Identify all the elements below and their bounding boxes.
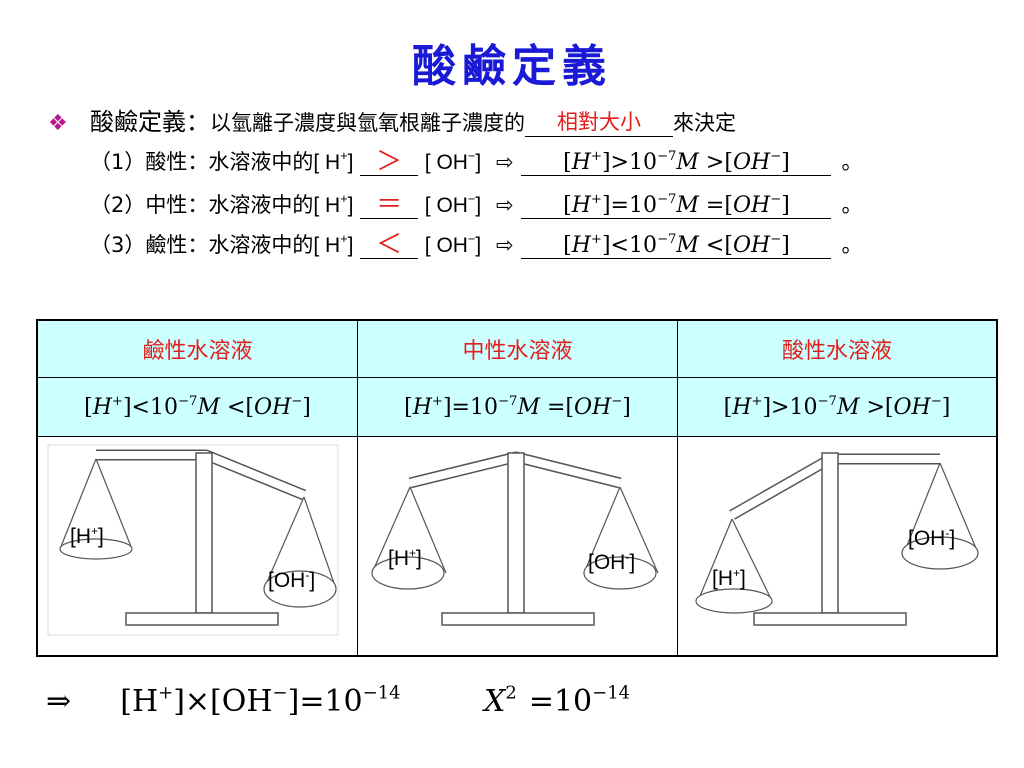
header-acidic: 酸性水溶液 <box>677 319 998 378</box>
oh-ion: [ OH−] <box>424 149 482 174</box>
definition-answer: 相對大小 <box>525 106 673 137</box>
label-h-basic: [H+] <box>70 524 104 548</box>
formula-exponent: −14 <box>362 682 401 704</box>
x-variable: X <box>484 684 506 719</box>
right-arrow-icon: ⇨ <box>495 233 514 257</box>
implies-arrow: ⇒ <box>46 684 72 719</box>
acid-base-table: 鹼性水溶液 中性水溶液 酸性水溶液 [H+]<10−7M <[OH−] [H+]… <box>36 319 998 657</box>
case-label: （1）酸性：水溶液中的 <box>90 150 314 174</box>
definition-text-after: 來決定 <box>673 111 736 135</box>
label-oh-neutral: [OH-] <box>588 550 635 574</box>
comparison-sign: ＜ <box>360 232 419 259</box>
relation-acidic: [H+]>10−7M >[OH−] <box>677 377 998 437</box>
oh-ion: [ OH−] <box>424 192 482 217</box>
period: 。 <box>841 193 863 217</box>
comparison-sign: ＝ <box>360 192 419 219</box>
relation-basic: [H+]<10−7M <[OH−] <box>36 377 358 437</box>
right-arrow-icon: ⇨ <box>495 150 514 174</box>
oh-ion: [ OH−] <box>424 232 482 257</box>
x-rhs-exponent: −14 <box>592 682 631 704</box>
x-squared-formula: X2 =10−14 <box>484 684 630 719</box>
h-ion: [ H+] <box>313 192 354 217</box>
label-h-acidic: [H+] <box>712 566 746 590</box>
formula-h: [H <box>120 684 159 719</box>
formula-times-oh: ]×[OH <box>173 684 273 719</box>
comparison-sign: ＞ <box>360 149 419 176</box>
formula-equals: ]=10 <box>287 684 363 719</box>
x-exponent: 2 <box>505 682 517 704</box>
case-formula: [H+]>10−7M >[OH−] <box>521 150 832 176</box>
case-label: （3）鹼性：水溶液中的 <box>90 233 314 257</box>
case-line: （3）鹼性：水溶液中的[ H+] ＜ [ OH−] ⇨ [H+]<10−7M <[… <box>90 229 862 259</box>
balance-scale-basic: [H+] [OH-] <box>47 444 339 636</box>
label-h-neutral: [H+] <box>388 546 422 570</box>
x-equals: =10 <box>528 684 593 719</box>
balance-scale-neutral: [H+] [OH-] <box>371 451 659 626</box>
case-line: （2）中性：水溶液中的[ H+] ＝ [ OH−] ⇨ [H+]=10−7M =[… <box>90 189 862 219</box>
scale-acidic-cell: [H+] [OH-] <box>677 436 998 657</box>
page-title: 酸鹼定義 <box>412 41 612 92</box>
right-arrow-icon: ⇨ <box>495 193 514 217</box>
header-neutral: 中性水溶液 <box>357 319 678 378</box>
definition-label: 酸鹼定義： <box>90 108 210 136</box>
period: 。 <box>841 150 863 174</box>
scale-neutral-cell: [H+] [OH-] <box>357 436 678 657</box>
relation-neutral: [H+]=10−7M =[OH−] <box>357 377 678 437</box>
case-formula: [H+]<10−7M <[OH−] <box>521 233 832 259</box>
definition-line: ❖ 酸鹼定義：以氫離子濃度與氫氧根離子濃度的相對大小來決定 <box>48 102 736 137</box>
h-ion: [ H+] <box>313 232 354 257</box>
scale-basic-cell: [H+] [OH-] <box>36 436 358 657</box>
case-formula: [H+]=10−7M =[OH−] <box>521 193 832 219</box>
balance-scale-acidic: [H+] [OH-] <box>695 452 979 626</box>
label-oh-basic: [OH-] <box>268 568 315 592</box>
label-oh-acidic: [OH-] <box>908 526 955 550</box>
period: 。 <box>841 233 863 257</box>
product-formula: ⇒ [H+]×[OH−]=10−14 <box>46 682 401 719</box>
definition-text: 以氫離子濃度與氫氧根離子濃度的 <box>210 111 525 135</box>
case-label: （2）中性：水溶液中的 <box>90 193 314 217</box>
h-ion: [ H+] <box>313 149 354 174</box>
header-basic: 鹼性水溶液 <box>36 319 358 378</box>
case-line: （1）酸性：水溶液中的[ H+] ＞ [ OH−] ⇨ [H+]>10−7M >[… <box>90 146 862 176</box>
diamond-bullet-icon: ❖ <box>48 111 68 136</box>
